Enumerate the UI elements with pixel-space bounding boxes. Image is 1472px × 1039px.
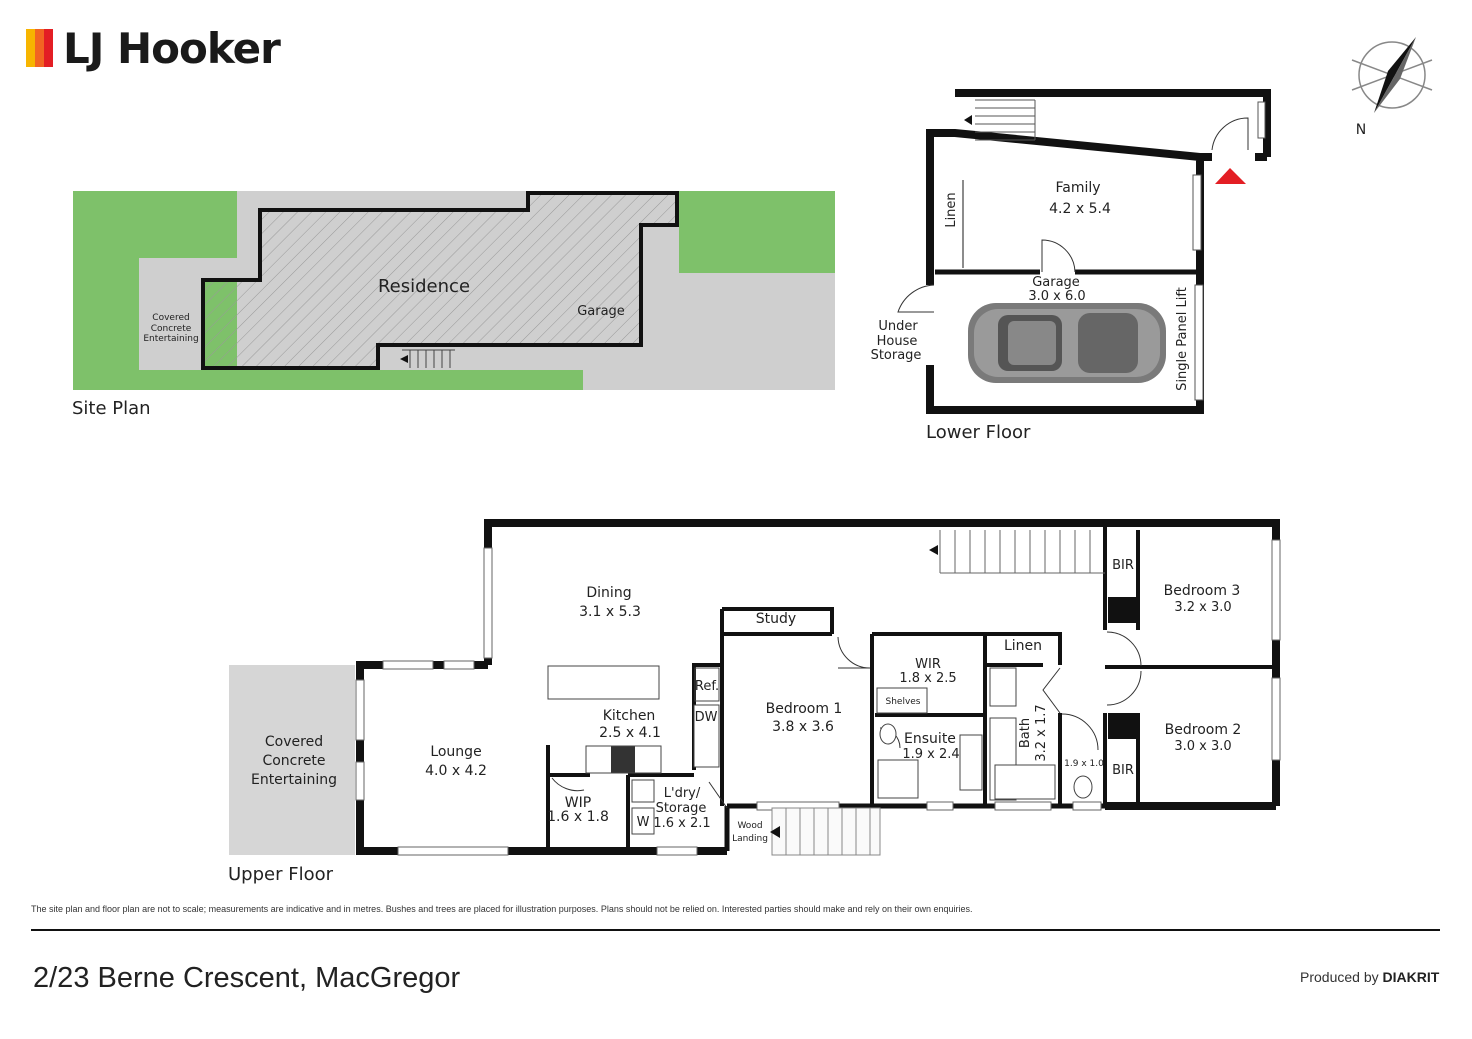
dw-label: DW bbox=[695, 710, 718, 725]
entry-stairs bbox=[771, 807, 881, 856]
covered-entertaining-area bbox=[139, 278, 203, 370]
shelves-label: Shelves bbox=[885, 697, 920, 707]
wir-name: WIR bbox=[915, 657, 941, 672]
produced-by-label: Produced by bbox=[1300, 969, 1379, 985]
property-address: 2/23 Berne Crescent, MacGregor bbox=[33, 962, 461, 994]
upper-floor-title: Upper Floor bbox=[228, 864, 334, 885]
storage-3: Storage bbox=[871, 348, 922, 363]
brand-name: LJ Hooker bbox=[63, 23, 281, 73]
panel-lift-label: Single Panel Lift bbox=[1175, 287, 1190, 391]
wc-size: 1.9 x 1.0 bbox=[1064, 759, 1104, 769]
upper-linen: Linen bbox=[1004, 638, 1042, 654]
upper-ent-3: Entertaining bbox=[251, 772, 337, 788]
entry-marker bbox=[1215, 168, 1246, 184]
upper-ent-1: Covered bbox=[265, 734, 323, 750]
w-label: W bbox=[637, 815, 650, 830]
wood-landing-1: Wood bbox=[737, 821, 762, 831]
bedroom2-size: 3.0 x 3.0 bbox=[1174, 739, 1231, 754]
lawn-right bbox=[679, 191, 835, 273]
ensuite-shower bbox=[877, 759, 919, 799]
upper-entertaining-area bbox=[229, 665, 355, 855]
residence-label: Residence bbox=[378, 276, 470, 297]
wip-name: WIP bbox=[565, 795, 591, 811]
site-entertaining-1: Covered bbox=[152, 313, 189, 323]
bath-name: Bath bbox=[1018, 718, 1033, 748]
kitchen-sink bbox=[693, 704, 720, 768]
bathtub bbox=[994, 764, 1056, 800]
study-label: Study bbox=[756, 611, 796, 627]
storage-1: Under bbox=[878, 319, 918, 334]
ensuite-name: Ensuite bbox=[904, 731, 956, 747]
cooktop bbox=[611, 746, 635, 773]
bedroom1-name: Bedroom 1 bbox=[766, 701, 843, 717]
kitchen-size: 2.5 x 4.1 bbox=[599, 725, 661, 741]
bath-size: 3.2 x 1.7 bbox=[1034, 704, 1049, 761]
wood-landing-2: Landing bbox=[732, 834, 768, 844]
kitchen-name: Kitchen bbox=[603, 708, 656, 724]
site-plan-title: Site Plan bbox=[72, 398, 151, 419]
ensuite-vanity bbox=[959, 734, 983, 791]
logo-bar-yellow bbox=[26, 29, 35, 67]
storage-2: House bbox=[877, 334, 918, 349]
lower-linen: Linen bbox=[944, 192, 959, 227]
site-plan: Residence Garage Covered Concrete Entert… bbox=[72, 191, 835, 419]
lawn-front bbox=[73, 370, 583, 390]
laundry-tub bbox=[631, 779, 655, 803]
bir2-label: BIR bbox=[1112, 763, 1134, 778]
upper-stairs bbox=[939, 530, 1105, 574]
lower-stairs bbox=[975, 99, 1036, 141]
site-garage-label: Garage bbox=[577, 304, 625, 319]
dining-size: 3.1 x 5.3 bbox=[579, 604, 641, 620]
ref-label: Ref. bbox=[695, 679, 719, 694]
bedroom3-size: 3.2 x 3.0 bbox=[1174, 600, 1231, 615]
lower-floor: Family 4.2 x 5.4 Linen Garage 3.0 x 6.0 … bbox=[871, 89, 1271, 443]
site-entertaining-3: Entertaining bbox=[143, 334, 198, 344]
toilet bbox=[1073, 775, 1093, 799]
kitchen-island bbox=[547, 665, 660, 700]
residence-footprint bbox=[201, 191, 679, 370]
logo-bar-red bbox=[44, 29, 53, 67]
wir-size: 1.8 x 2.5 bbox=[899, 671, 956, 686]
ensuite-toilet bbox=[879, 723, 897, 745]
lower-floor-title: Lower Floor bbox=[926, 422, 1031, 443]
compass-icon bbox=[1351, 37, 1433, 113]
bedroom2-name: Bedroom 2 bbox=[1165, 722, 1242, 738]
floor-plan-drawing: Residence Garage Covered Concrete Entert… bbox=[72, 37, 1433, 885]
lounge-size: 4.0 x 4.2 bbox=[425, 763, 487, 779]
disclaimer-text: The site plan and floor plan are not to … bbox=[31, 904, 973, 914]
bir1-label: BIR bbox=[1112, 558, 1134, 573]
upper-ent-2: Concrete bbox=[262, 753, 325, 769]
produced-by: Produced by DIAKRIT bbox=[1300, 969, 1439, 985]
site-entertaining-2: Concrete bbox=[151, 324, 192, 334]
dining-name: Dining bbox=[586, 585, 631, 601]
laundry-size: 1.6 x 2.1 bbox=[653, 816, 710, 831]
laundry-name: L'dry/ bbox=[664, 786, 701, 801]
lower-garage-size: 3.0 x 6.0 bbox=[1028, 289, 1085, 304]
logo-bar-orange bbox=[35, 29, 44, 67]
brand-logo: LJ Hooker bbox=[26, 23, 281, 73]
ensuite-size: 1.9 x 2.4 bbox=[902, 747, 959, 762]
family-name: Family bbox=[1055, 180, 1100, 196]
lower-garage-name: Garage bbox=[1032, 275, 1080, 290]
family-size: 4.2 x 5.4 bbox=[1049, 201, 1111, 217]
car-icon bbox=[968, 303, 1166, 383]
upper-floor: Covered Concrete Entertaining Dining 3.1… bbox=[228, 519, 1281, 885]
wip-size: 1.6 x 1.8 bbox=[547, 809, 609, 825]
lounge-name: Lounge bbox=[430, 744, 481, 760]
bedroom3-name: Bedroom 3 bbox=[1164, 583, 1241, 599]
laundry-name2: Storage bbox=[656, 801, 707, 816]
bedroom1-size: 3.8 x 3.6 bbox=[772, 719, 834, 735]
producer-name: DIAKRIT bbox=[1382, 969, 1440, 985]
compass-n-label: N bbox=[1356, 122, 1366, 138]
footer-divider bbox=[31, 929, 1440, 931]
shower bbox=[989, 667, 1017, 707]
site-stairs bbox=[402, 349, 455, 368]
logo-bars bbox=[26, 29, 53, 67]
